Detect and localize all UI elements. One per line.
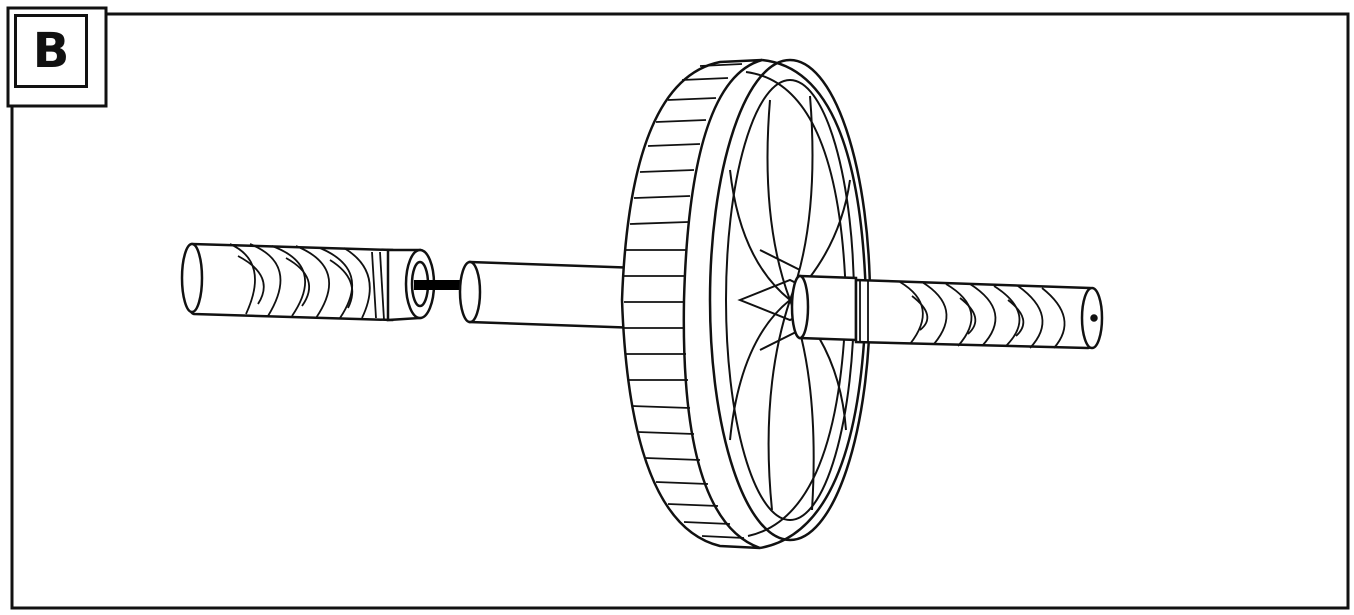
loose-handle-end-cap [180,242,204,314]
step-label: B [14,14,88,88]
wheel-tire [620,58,763,550]
foam-handle-icon [180,242,436,322]
label-box-outer [6,6,108,108]
loose-handle-body [182,242,394,322]
axle-bar [468,260,642,330]
ab-wheel-roller-icon [458,58,1104,550]
